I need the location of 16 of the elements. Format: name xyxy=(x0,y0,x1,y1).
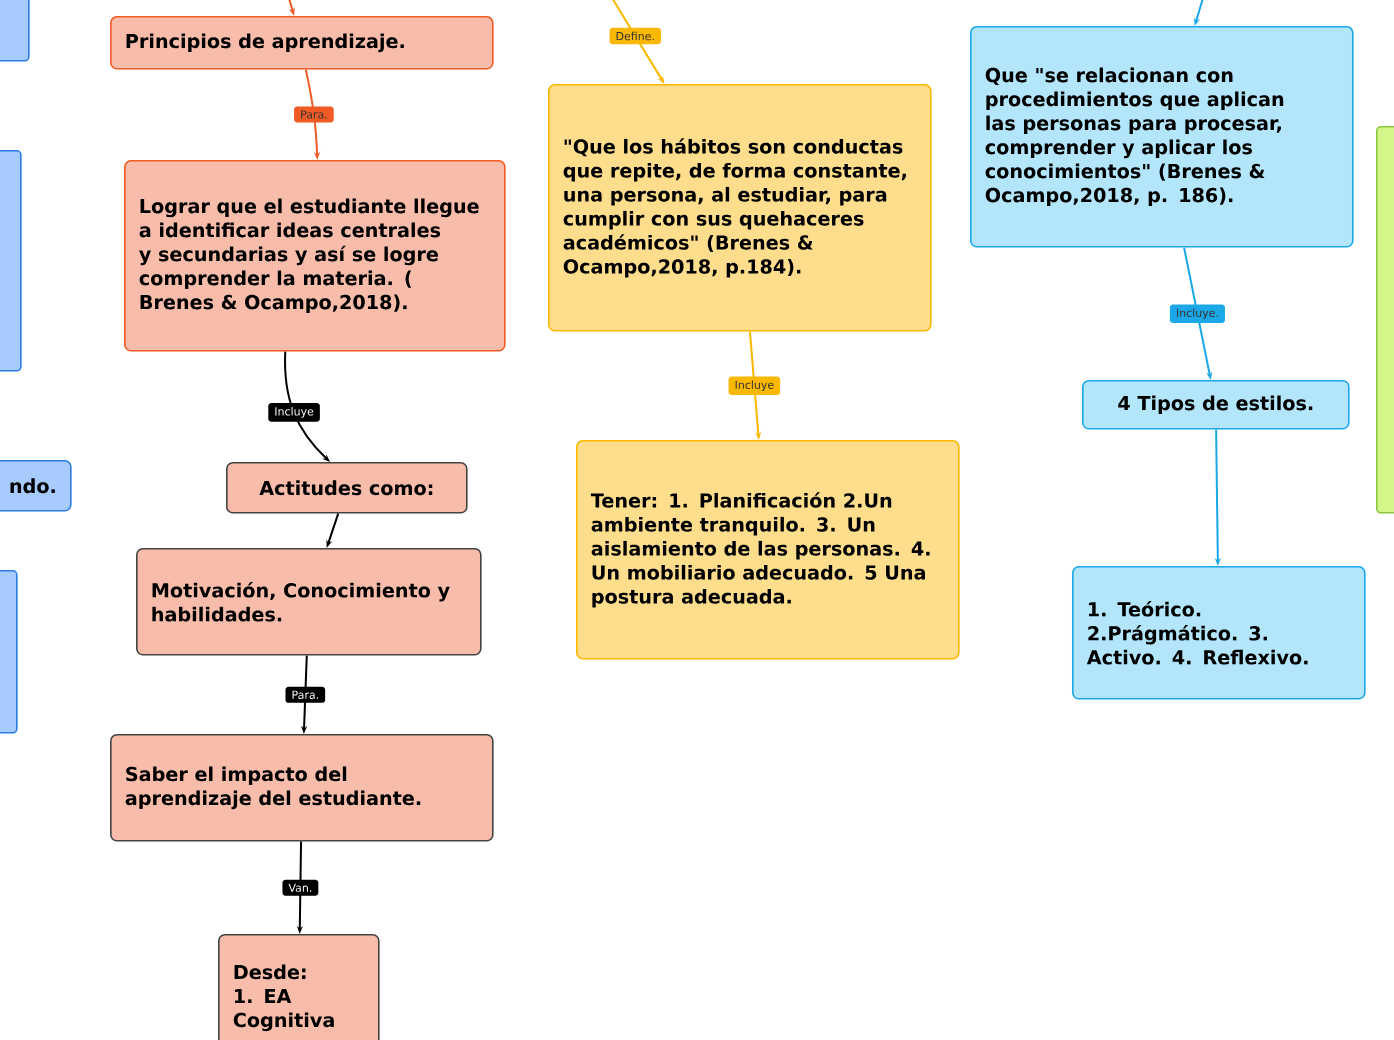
topic-box: Desde: 1. EA Cognitiva xyxy=(218,934,380,1040)
topic-box: Principios de aprendizaje. xyxy=(110,16,494,70)
topic-box: 1. Teórico. 2.Prágmático. 3. Activo. 4. Reflexivo. xyxy=(1072,566,1366,700)
topic-box: Actitudes como: xyxy=(226,462,468,514)
partial-box xyxy=(1376,126,1394,514)
topic-box: Tener: 1. Planificación 2.Un ambiente tranquilo. 3. Un aislamiento de las personas. 4. Un mobiliario adecuado. 5 Una postura adecuada. xyxy=(576,440,960,660)
topic-box: Lograr que el estudiante llegue a identificar ideas centrales y secundarias y así se logre comprender la materia. ( Brenes & Ocampo,2018). xyxy=(124,160,506,352)
partial-box xyxy=(0,570,18,734)
topic-box: 4 Tipos de estilos. xyxy=(1082,380,1350,430)
topic-box: Que "se relacionan con procedimientos que aplican las personas para procesar, comprender y aplicar los conocimientos" (Brenes & Ocampo,2018, p. 186). xyxy=(970,26,1354,248)
topic-box: ndo. xyxy=(0,460,72,512)
topic-box: "Que los hábitos son conductas que repite, de forma constante, una persona, al estudiar, para cumplir con sus quehaceres académicos" (Brenes & Ocampo,2018, p.184). xyxy=(548,84,932,332)
partial-box xyxy=(0,150,22,372)
topic-box: Motivación, Conocimiento y habilidades. xyxy=(136,548,482,656)
partial-box xyxy=(0,0,30,62)
topic-box: Saber el impacto del aprendizaje del estudiante. xyxy=(110,734,494,842)
